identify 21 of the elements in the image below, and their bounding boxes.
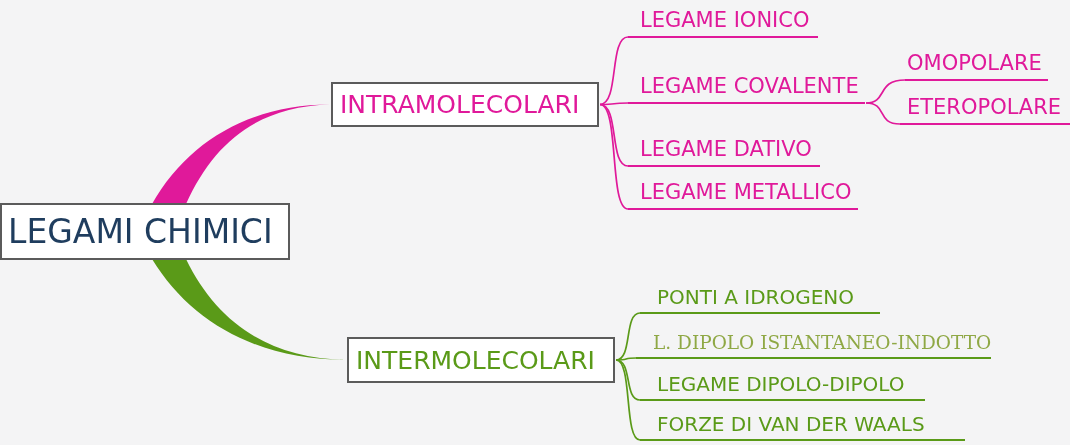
branch-line [615, 359, 641, 401]
central-topic-box [0, 203, 290, 260]
subtopic-label: L. DIPOLO ISTANTANEO-INDOTTO [636, 329, 992, 359]
main-topic-box [331, 82, 599, 127]
subtopic-label: LEGAME DIPOLO-DIPOLO [640, 371, 925, 401]
main-topic-box [347, 337, 615, 383]
branch-line [599, 103, 629, 210]
main-topic-label: INTRAMOLECOLARI [340, 92, 580, 117]
branch-line [615, 359, 641, 441]
subtopic-label: LEGAME METALLICO [628, 180, 858, 210]
subtopic-label: LEGAME DATIVO [628, 137, 820, 167]
central-topic-label: LEGAMI CHIMICI [8, 215, 273, 248]
subtopic-label: OMOPOLARE [905, 51, 1048, 81]
branch-line [599, 36, 629, 106]
subtopic-label: ETEROPOLARE [900, 95, 1070, 125]
subtopic-label: LEGAME IONICO [628, 8, 818, 38]
subtopic-label: PONTI A IDROGENO [640, 284, 880, 314]
main-topic-label: INTERMOLECOLARI [356, 347, 595, 373]
subtopic-label: LEGAME COVALENTE [628, 74, 865, 104]
subtopic-label: FORZE DI VAN DER WAALS [640, 411, 965, 441]
branch-line [865, 102, 901, 125]
